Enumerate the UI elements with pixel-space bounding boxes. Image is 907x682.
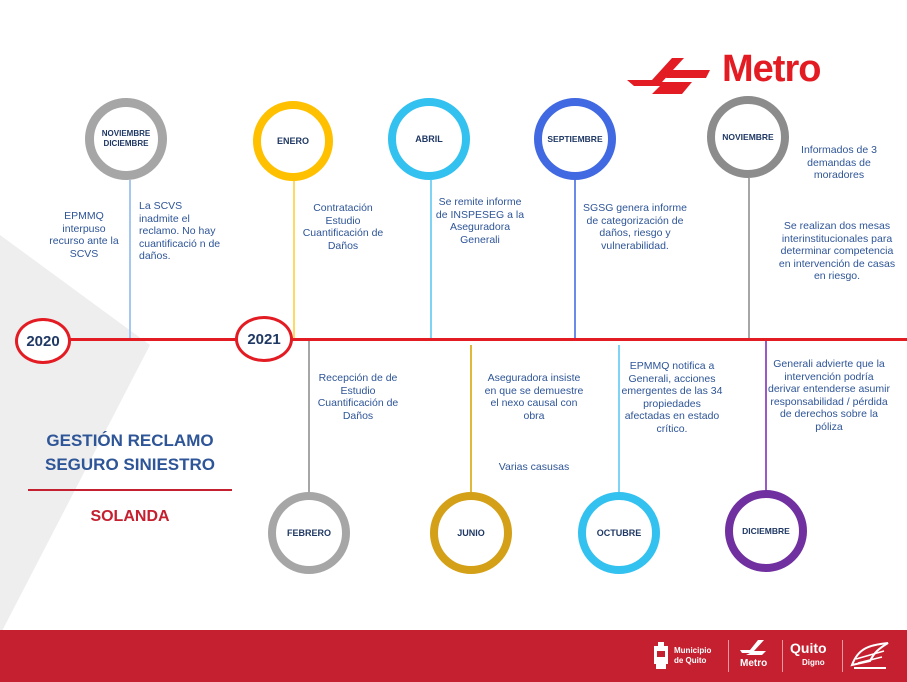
footer-metro-icon <box>740 640 766 655</box>
event-text-epmmq-notifica: EPMMQ notifica a Generali, acciones emer… <box>621 360 723 435</box>
month-label-febrero: FEBRERO <box>286 528 331 538</box>
year-2021-label: 2021 <box>247 330 281 348</box>
event-text-aseguradora-insiste: Aseguradora insiste en que se demuestre … <box>484 372 584 422</box>
event-text-informe-inspeseg: Se remite informe de INSPESEG a la Asegu… <box>435 196 525 246</box>
footer-metro-logo: Metro <box>736 638 776 674</box>
connector-diciembre <box>765 341 767 497</box>
event-text-scvs-inadmite: La SCVS inadmite el reclamo. No hay cuan… <box>139 200 221 262</box>
event-text-contratacion: Contratación Estudio Cuantificación de D… <box>302 202 384 252</box>
municipio-logo: Municipio de Quito <box>652 642 722 672</box>
title-line-2: SEGURO SINIESTRO <box>44 455 216 474</box>
month-label-octubre: OCTUBRE <box>596 528 642 538</box>
month-circle-diciembre: DICIEMBRE <box>725 490 807 572</box>
month-circle-junio: JUNIO <box>430 492 512 574</box>
month-circle-septiembre: SEPTIEMBRE <box>534 98 616 180</box>
event-text-demandas: Informados de 3 demandas de moradores <box>801 144 877 181</box>
month-circle-nov-dic: NOVIEMBRE DICIEMBRE <box>85 98 167 180</box>
connector-enero <box>293 180 295 338</box>
year-2020-label: 2020 <box>26 332 60 350</box>
month-label-junio: JUNIO <box>457 528 485 538</box>
footer-metro-text: Metro <box>740 658 768 669</box>
connector-junio <box>470 345 472 501</box>
bicentenario-logo-icon <box>850 642 889 669</box>
year-2020-marker: 2020 <box>15 318 71 364</box>
footer-bar: Municipio de Quito Metro Quito Digno <box>0 630 907 682</box>
event-text-varias-causas: Varias casusas <box>498 461 570 473</box>
event-text-sgsg-informe: SGSG genera informe de categorización de… <box>583 202 687 252</box>
connector-septiembre <box>574 178 576 338</box>
month-label-diciembre-top: DICIEMBRE <box>103 139 149 148</box>
connector-febrero <box>308 341 310 501</box>
connector-noviembre <box>748 178 750 338</box>
month-label-septiembre: SEPTIEMBRE <box>547 134 603 144</box>
month-circle-noviembre: NOVIEMBRE <box>707 96 789 178</box>
metro-logo-icon <box>627 58 710 94</box>
month-label-nov-dic: NOVIEMBRE DICIEMBRE <box>102 129 150 149</box>
event-text-generali-advierte: Generali advierte que la intervención po… <box>768 358 890 433</box>
footer-divider-2 <box>782 640 783 672</box>
month-label-abril: ABRIL <box>415 134 443 144</box>
connector-octubre <box>618 345 620 501</box>
title-line-1: GESTIÓN RECLAMO <box>46 431 214 450</box>
month-label-noviembre: NOVIEMBRE <box>722 132 774 142</box>
month-label-enero: ENERO <box>276 136 309 146</box>
year-2021-marker: 2021 <box>235 316 293 362</box>
subtitle-solanda: SOLANDA <box>90 508 170 525</box>
timeline-line <box>60 338 907 341</box>
month-circle-abril: ABRIL <box>388 98 470 180</box>
title-divider <box>28 489 232 491</box>
quito-digno-logo: Quito Digno <box>788 638 838 674</box>
month-circle-febrero: FEBRERO <box>268 492 350 574</box>
metro-logo-text: Metro <box>722 48 821 90</box>
footer-divider-1 <box>728 640 729 672</box>
connector-nov-dic <box>129 180 131 338</box>
municipio-text-2: de Quito <box>674 656 707 665</box>
metro-logo: Metro <box>622 48 862 98</box>
event-text-mesas: Se realizan dos mesas interinstitucional… <box>778 220 896 282</box>
municipio-text-1: Municipio <box>674 646 712 655</box>
quito-text: Quito <box>790 640 827 656</box>
connector-abril <box>430 180 432 338</box>
event-text-recepcion: Recepción de de Estudio Cuantificación d… <box>317 372 399 422</box>
month-label-diciembre: DICIEMBRE <box>742 526 790 536</box>
month-circle-octubre: OCTUBRE <box>578 492 660 574</box>
footer-divider-3 <box>842 640 843 672</box>
month-label-noviembre-top: NOVIEMBRE <box>101 129 151 138</box>
municipio-shield-icon <box>654 642 668 669</box>
month-circle-enero: ENERO <box>253 101 333 181</box>
event-text-recurso: EPMMQ interpuso recurso ante la SCVS <box>49 210 119 260</box>
digno-text: Digno <box>802 658 825 667</box>
